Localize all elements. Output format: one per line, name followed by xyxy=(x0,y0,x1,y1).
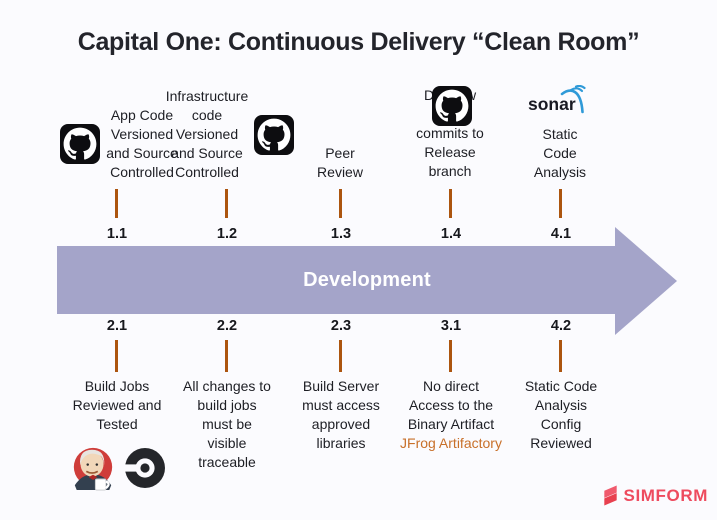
step-2-3-build-server: Build Server must access approved librar… xyxy=(262,377,420,453)
step-number: 1.3 xyxy=(330,226,352,242)
step-number: 4.2 xyxy=(550,318,572,334)
step-1-3-peer-review: Peer Review xyxy=(256,144,424,182)
tick-line xyxy=(449,340,452,372)
sonar-logo-text: sonar xyxy=(528,94,576,114)
step-number: 2.2 xyxy=(216,318,238,334)
step-1-2-infrastructure: Infrastructure code Versioned and Source… xyxy=(146,87,314,182)
step-number: 1.1 xyxy=(106,226,128,242)
step-label: App Code Versioned and Source Controlled xyxy=(106,107,178,180)
simform-logo: SIMFORM xyxy=(601,485,708,506)
step-4-2-config-reviewed: Static Code Analysis Config Reviewed xyxy=(482,377,640,453)
github-icon xyxy=(60,124,101,164)
simform-logo-text: SIMFORM xyxy=(623,485,708,505)
step-number: 3.1 xyxy=(440,318,462,334)
step-2-1-build-jobs: Build Jobs Reviewed and Tested xyxy=(38,377,196,491)
step-label: Build Server must access approved librar… xyxy=(302,378,380,451)
step-label: Build Jobs Reviewed and Tested xyxy=(72,378,162,432)
jenkins-icon xyxy=(70,445,116,491)
step-1-1-app-code: App Code Versioned and Source Controlled xyxy=(35,106,203,182)
tick-line xyxy=(225,340,228,372)
circleci-icon xyxy=(124,448,165,488)
step-label: Peer Review xyxy=(317,145,363,180)
simform-logo-icon xyxy=(603,485,617,506)
tick-line xyxy=(115,340,118,372)
tick-line xyxy=(225,189,228,218)
step-number: 1.2 xyxy=(216,226,238,242)
step-number: 2.1 xyxy=(106,318,128,334)
step-1-4-disallow-commits: Disallow direct commits to Release branc… xyxy=(366,86,534,182)
step-label: Static Code Analysis xyxy=(533,126,587,180)
step-number: 4.1 xyxy=(550,226,572,242)
tick-line xyxy=(115,189,118,218)
github-icon xyxy=(432,86,473,126)
github-icon xyxy=(254,114,295,155)
development-arrow-label: Development xyxy=(303,268,431,291)
step-number: 2.3 xyxy=(330,318,352,334)
step-label: Static Code Analysis Config Reviewed xyxy=(524,378,598,451)
tick-line xyxy=(449,189,452,218)
development-arrow-head xyxy=(615,227,677,335)
step-2-2-changes-traceable: All changes to build jobs must be visibl… xyxy=(148,377,306,472)
tick-line xyxy=(339,340,342,372)
step-4-1-static-analysis: sonar Static Code Analysis xyxy=(476,84,644,182)
development-arrow xyxy=(57,246,615,314)
step-label: All changes to build jobs must be visibl… xyxy=(183,378,271,470)
step-label: Infrastructure code Versioned and Source… xyxy=(165,88,249,180)
sonar-logo: sonar xyxy=(524,84,596,117)
page-title: Capital One: Continuous Delivery “Clean … xyxy=(77,28,640,56)
step-number: 1.4 xyxy=(440,226,462,242)
tick-line xyxy=(339,189,342,218)
jfrog-artifactory-label: JFrog Artifactory xyxy=(400,435,502,451)
tick-line xyxy=(559,340,562,372)
step-label: No direct Access to the Binary Artifact xyxy=(407,378,495,432)
tick-line xyxy=(559,189,562,218)
step-3-1-no-direct-access: No direct Access to the Binary Artifact … xyxy=(372,377,530,453)
